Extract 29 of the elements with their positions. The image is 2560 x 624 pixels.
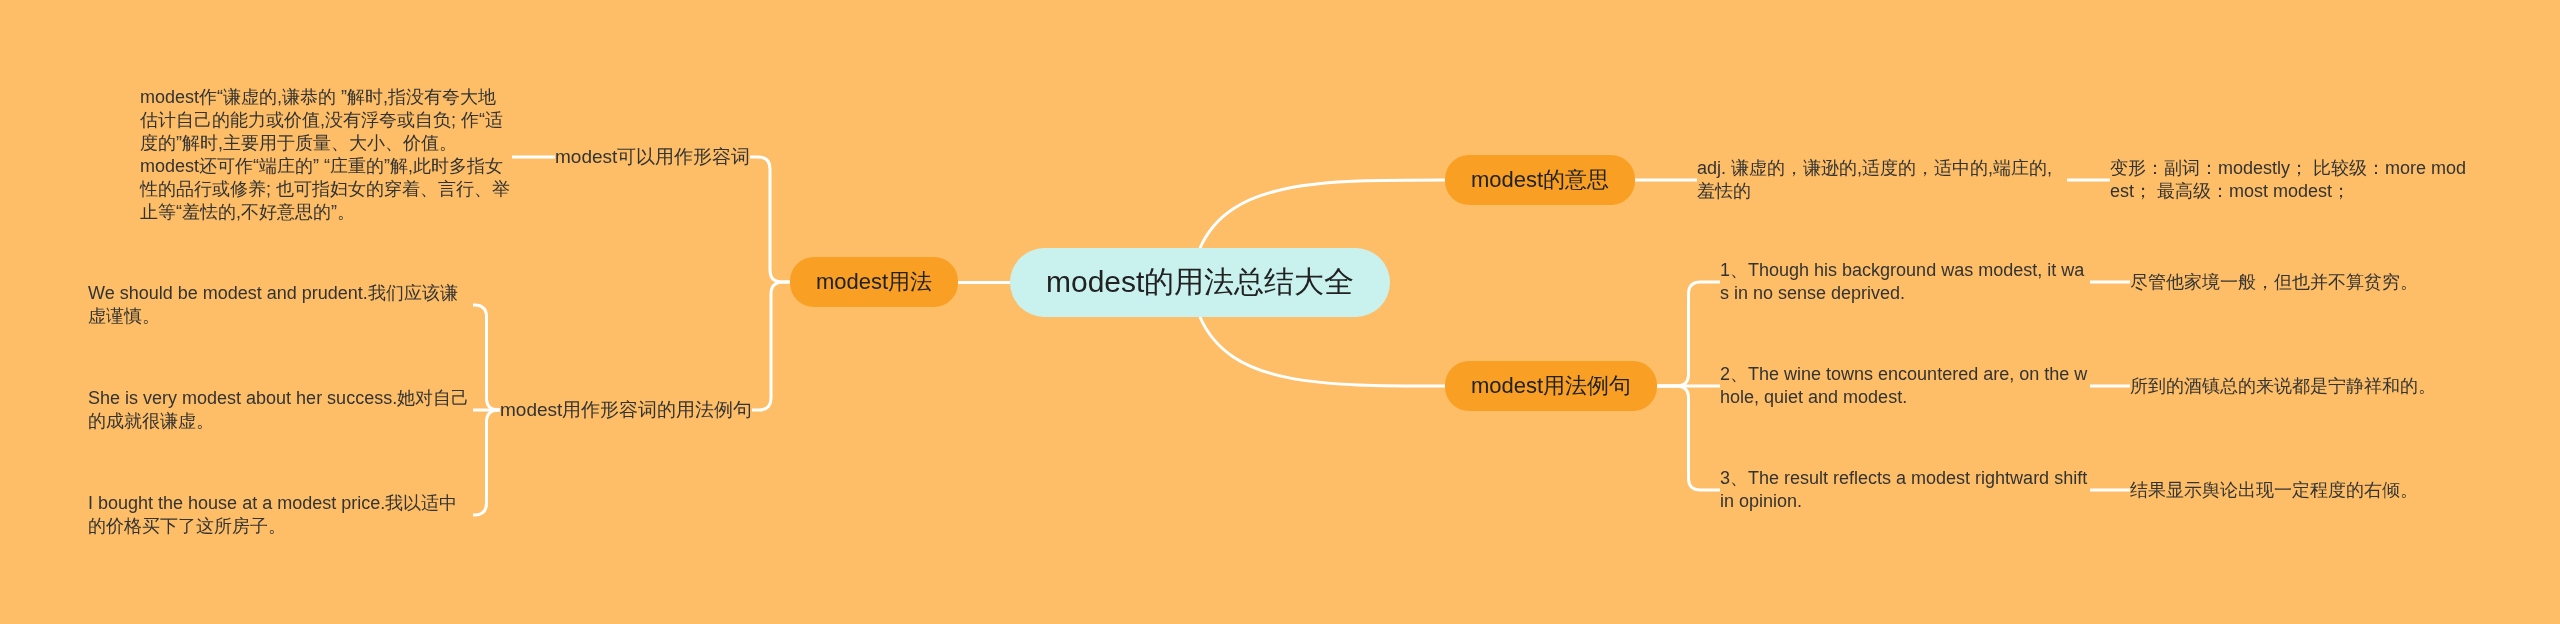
central-topic-box: modest的用法总结大全 (1010, 247, 1391, 317)
connector-line (472, 303, 501, 412)
translation-text: 尽管他家境一般，但也并不算贫穷。 (2130, 270, 2510, 294)
example-text: We should be modest and prudent.我们应该谦虚谨慎。 (88, 282, 473, 328)
connector-line (1198, 316, 1445, 388)
example-text: She is very modest about her success.她对自己的成就很谦虚。 (88, 387, 473, 433)
connector-line (2090, 488, 2130, 492)
topic-box: modest的意思 (1445, 155, 1636, 205)
example-text: I bought the house at a modest price.我以适中的价格买下了这所房子。 (88, 492, 473, 538)
connector-line (512, 155, 555, 159)
connector-line (2090, 384, 2130, 388)
connector-line (1635, 178, 1697, 182)
note-text: modest作“谦虚的,谦恭的 ”解时,指没有夸大地估计自己的能力或价值,没有浮夸或自负; 作“适度的”解时,主要用于质量、大小、价值。modest还可作“端庄的” “庄重的”解,此时多指女性的品行或修养; 也可指妇女的穿着、言行、举止等“羞怯的,不好意思的”。 (140, 86, 512, 224)
example-text: 3、The result reflects a modest rightward shift in opinion. (1720, 467, 2090, 513)
translation-text: 结果显示舆论出现一定程度的右倾。 (2130, 478, 2510, 502)
subtopic-text: modest可以用作形容词 (555, 144, 751, 170)
note-text: 变形：副词：modestly； 比较级：more modest； 最高级：most modest； (2110, 157, 2475, 203)
translation-text: 所到的酒镇总的来说都是宁静祥和的。 (2130, 374, 2510, 398)
example-text: 1、Though his background was modest, it was in no sense deprived. (1720, 259, 2090, 305)
example-text: 2、The wine towns encountered are, on the whole, quiet and modest. (1720, 363, 2090, 409)
connector-line (2090, 280, 2130, 284)
connector-line (958, 281, 1010, 284)
topic-box: modest用法例句 (1445, 361, 1658, 411)
connector-line (472, 408, 501, 517)
definition-text: adj. 谦虚的，谦逊的,适度的，适中的,端庄的,羞怯的 (1697, 157, 2067, 203)
subtopic-text: modest用作形容词的用法例句 (500, 397, 753, 423)
topic-box: modest用法 (790, 257, 959, 307)
connector-line (1198, 178, 1445, 249)
connector-line (2067, 178, 2110, 182)
